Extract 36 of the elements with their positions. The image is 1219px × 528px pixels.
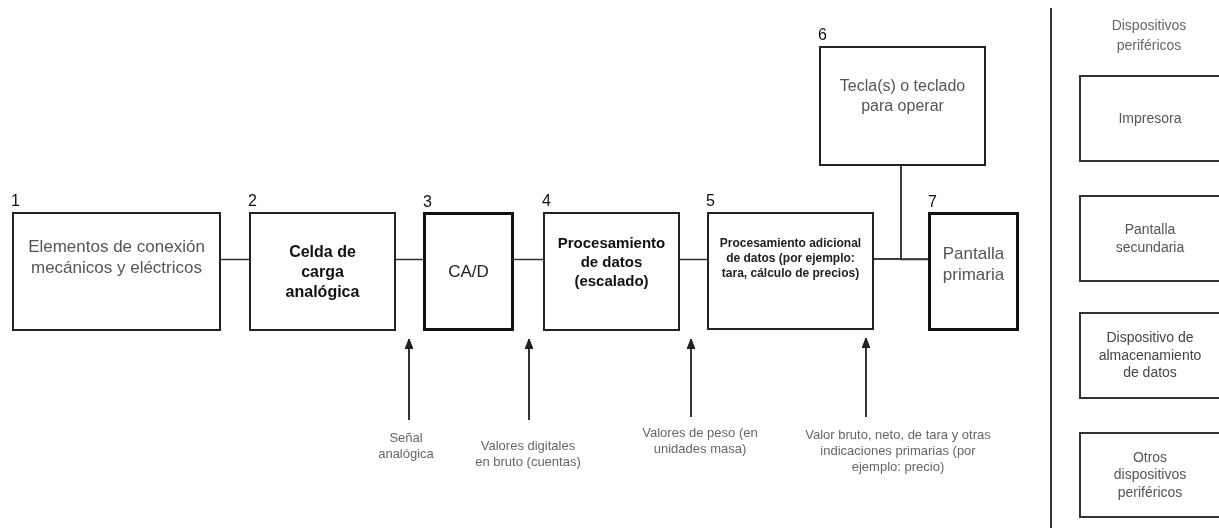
arrow: [861, 337, 871, 418]
signal-label: Valor bruto, neto, de tara y otras indicaciones primarias (por ejemplo: precio): [804, 426, 992, 476]
callout-number: 3: [423, 193, 432, 211]
box-label: Celda de carga analógica: [284, 241, 361, 302]
box-label: Tecla(s) o teclado para operar: [838, 76, 967, 116]
box-label: Pantalla secundaria: [1114, 221, 1186, 256]
signal-label: Valores de peso (en unidades masa): [641, 424, 759, 458]
device-box: [1079, 432, 1219, 518]
box-label: Impresora: [1118, 109, 1182, 128]
section-heading: Dispositivos periféricos: [1110, 16, 1188, 55]
connector-line: [220, 258, 250, 261]
box-label: Pantalla primaria: [941, 243, 1006, 286]
arrow: [524, 338, 534, 421]
box-label: Procesamiento de datos (escalado): [557, 234, 666, 291]
arrow: [404, 338, 414, 421]
connector-line: [679, 258, 708, 261]
callout-number: 4: [542, 192, 551, 210]
callout-number: 6: [818, 26, 827, 44]
callout-number: 7: [928, 193, 937, 211]
callout-number: 1: [11, 192, 20, 210]
box-label: Procesamiento adicional de datos (por ejemplo: tara, cálculo de precios): [718, 236, 863, 281]
signal-label: Señal analógica: [377, 429, 435, 463]
box-label: Otros dispositivos periféricos: [1112, 448, 1188, 502]
box-label: Elementos de conexión mecánicos y eléctricos: [27, 236, 206, 279]
connector-line: [395, 258, 424, 261]
box-label: Dispositivo de almacenamiento de datos: [1097, 329, 1203, 382]
callout-number: 2: [248, 192, 257, 210]
device-box: [1079, 312, 1219, 399]
connector-line: [513, 258, 544, 261]
device-box: [1079, 75, 1219, 162]
connector-line: [900, 165, 929, 261]
device-box: [1079, 195, 1219, 282]
box-label: CA/D: [448, 260, 489, 283]
callout-number: 5: [706, 192, 715, 210]
arrow: [686, 338, 696, 418]
signal-label: Valores digitales en bruto (cuentas): [474, 437, 582, 471]
